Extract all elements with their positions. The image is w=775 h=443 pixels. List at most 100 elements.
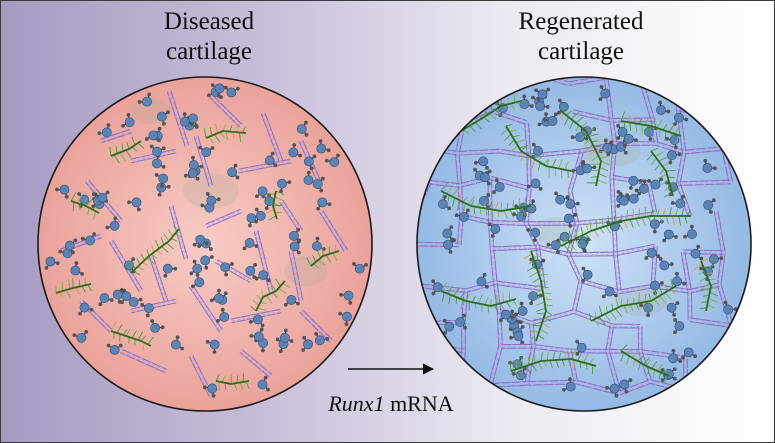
water-molecule-icon	[708, 254, 724, 269]
water-molecule-icon	[93, 190, 110, 203]
water-molecule-icon	[183, 168, 200, 181]
water-molecule-icon	[581, 266, 593, 283]
collagen-fibril-icon	[689, 317, 732, 328]
water-molecule-icon	[487, 222, 501, 238]
water-molecule-icon	[534, 87, 551, 100]
water-molecule-icon	[647, 177, 664, 190]
water-molecule-icon	[72, 330, 89, 343]
water-molecule-icon	[106, 343, 123, 355]
collagen-fibril-icon	[426, 119, 465, 125]
water-molecule-icon	[557, 98, 569, 115]
collagen-fibril-icon	[717, 284, 734, 327]
collagen-fibril-icon	[609, 176, 617, 221]
water-molecule-icon	[289, 238, 302, 255]
water-molecule-icon	[628, 175, 643, 190]
water-molecule-icon	[616, 192, 629, 208]
water-molecule-icon	[703, 198, 716, 214]
regenerated-title-line1: Regenerated	[518, 8, 644, 35]
collagen-fibril-icon	[728, 325, 734, 347]
water-molecule-icon	[144, 130, 161, 143]
collagen-fibril-icon	[642, 80, 684, 88]
diseased-matrix	[44, 77, 369, 398]
diseased-title-line2: cartilage	[165, 38, 253, 65]
collagen-fibril-icon	[166, 90, 190, 147]
water-molecule-icon	[242, 238, 259, 251]
water-molecule-icon	[662, 229, 678, 243]
collagen-fibril-icon	[299, 309, 333, 343]
collagen-fibril-icon	[417, 345, 431, 389]
water-molecule-icon	[702, 158, 717, 173]
water-molecule-icon	[668, 348, 683, 364]
water-molecule-icon	[137, 92, 152, 107]
collagen-fibril-icon	[496, 310, 503, 347]
proteoglycan-aggrecan-icon	[203, 123, 247, 144]
water-molecule-icon	[44, 256, 60, 270]
water-molecule-icon	[127, 197, 142, 212]
collagen-fibril-icon	[603, 77, 614, 121]
water-molecule-icon	[70, 261, 84, 276]
collagen-fibril-icon	[461, 290, 469, 323]
collagen-fibril-icon	[687, 291, 693, 321]
water-molecule-icon	[154, 172, 169, 188]
water-molecule-icon	[565, 195, 580, 209]
water-molecule-icon	[200, 255, 214, 270]
water-molecule-icon	[437, 194, 452, 211]
water-molecule-icon	[535, 96, 550, 112]
proteoglycan-aggrecan-icon	[70, 192, 100, 220]
water-molecule-icon	[119, 288, 132, 305]
collagen-fibril-icon	[288, 250, 304, 302]
water-molecule-icon	[650, 280, 664, 295]
water-molecule-icon	[672, 271, 687, 287]
proteoglycan-aggrecan-icon	[440, 183, 532, 219]
collagen-fibril-icon	[683, 146, 724, 155]
collagen-fibril-icon	[572, 109, 612, 123]
water-molecule-icon	[431, 279, 443, 296]
collagen-fibril-icon	[721, 118, 730, 149]
collagen-fibril-icon	[611, 117, 653, 123]
gene-name: Runx1	[328, 391, 385, 416]
water-molecule-icon	[64, 238, 78, 255]
water-molecule-icon	[442, 225, 454, 242]
transition-label: Runx1 mRNA	[296, 391, 486, 417]
collagen-fibril-icon	[100, 128, 132, 144]
collagen-fibril-icon	[487, 345, 503, 387]
proteoglycan-aggrecan-icon	[306, 244, 340, 269]
collagen-fibril-icon	[120, 348, 167, 374]
water-molecule-icon	[140, 302, 154, 318]
collagen-fibril-icon	[640, 84, 655, 121]
collagen-fibril-icon	[148, 255, 169, 302]
collagen-fibril-icon	[637, 325, 643, 352]
water-molecule-icon	[479, 169, 492, 186]
collagen-fibril-icon	[533, 343, 570, 354]
proteoglycan-aggrecan-icon	[500, 124, 572, 179]
collagen-fibril-icon	[489, 248, 498, 283]
water-molecule-icon	[563, 212, 578, 228]
water-molecule-icon	[649, 219, 664, 234]
water-molecule-icon	[619, 378, 633, 394]
collagen-fibril-icon	[500, 343, 534, 349]
collagen-fibril-icon	[713, 210, 726, 253]
water-molecule-icon	[667, 150, 682, 165]
collagen-fibril-icon	[130, 298, 177, 314]
collagen-fibril-icon	[683, 77, 731, 86]
water-molecule-icon	[223, 85, 240, 98]
water-molecule-icon	[531, 142, 543, 159]
proteoglycan-aggrecan-icon	[523, 250, 553, 342]
water-molecule-icon	[581, 160, 597, 174]
collagen-fibril-icon	[209, 94, 243, 128]
collagen-fibril-icon	[417, 285, 423, 324]
collagen-fibril-icon	[456, 148, 501, 156]
collagen-fibril-icon	[566, 253, 583, 282]
water-molecule-icon	[105, 216, 120, 231]
collagen-fibril-icon	[238, 158, 292, 174]
water-molecule-icon	[656, 100, 671, 115]
collagen-fibril-icon	[260, 112, 284, 162]
water-molecule-icon	[316, 139, 331, 154]
regenerated-title-line2: cartilage	[537, 38, 625, 65]
collagen-fibril-icon	[279, 199, 303, 233]
collagen-fibril-icon	[417, 322, 431, 347]
water-molecule-icon	[202, 383, 218, 398]
collagen-fibril-icon	[528, 322, 536, 347]
water-molecule-icon	[324, 153, 340, 167]
